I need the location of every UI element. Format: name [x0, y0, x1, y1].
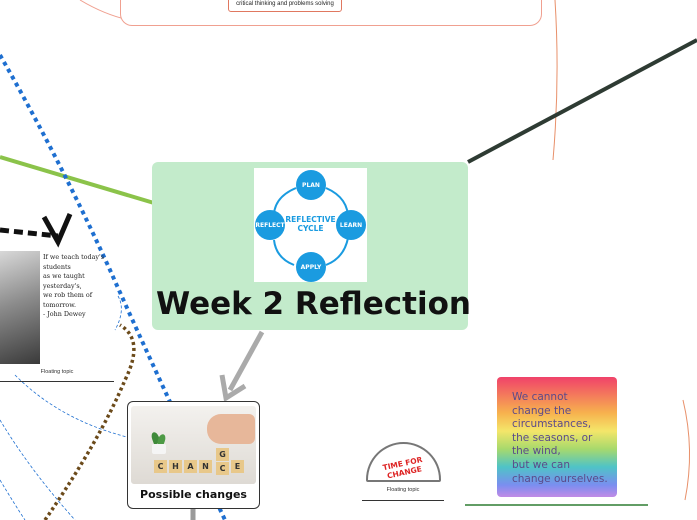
letter-tile: A: [184, 460, 197, 473]
quote-line: yesterday's,: [43, 281, 82, 290]
cycle-apply-node: APPLY: [296, 252, 326, 282]
cycle-center-label: REFLECTIVE CYCLE: [284, 215, 337, 233]
cycle-learn-node: LEARN: [336, 210, 366, 240]
letter-tile: N: [199, 460, 212, 473]
letter-tile: E: [231, 460, 244, 473]
john-dewey-photo: [0, 251, 40, 364]
cycle-plan-node: PLAN: [296, 170, 326, 200]
floating-topic-label[interactable]: Floating topic: [362, 484, 444, 501]
hand-shape: [207, 414, 255, 444]
rainbow-quote-line: the wind,: [512, 445, 561, 458]
quote-line: If we teach today's: [43, 253, 105, 261]
rainbow-quote-line: change ourselves.: [512, 472, 608, 485]
thin-blue-dashed-1: [14, 374, 128, 438]
possible-changes-label: Possible changes: [140, 488, 247, 501]
quote-line: tomorrow.: [43, 300, 77, 309]
letter-tile: H: [169, 460, 182, 473]
black-dashed-arrow: [0, 227, 59, 239]
cycle-reflect-node: REFLECT: [255, 210, 285, 240]
letter-tile: C: [154, 460, 167, 473]
rainbow-quote-text: We cannot change the circumstances, the …: [512, 391, 612, 486]
quote-line: as we taught: [43, 272, 85, 280]
rainbow-quote-line: We cannot: [512, 391, 568, 403]
reflective-cycle-image: PLAN LEARN APPLY REFLECT REFLECTIVE CYCL…: [254, 168, 367, 282]
gray-arrowhead: [219, 374, 247, 403]
quote-line: we rob them of: [43, 291, 93, 299]
black-arrowhead: [41, 213, 73, 248]
cycle-center-line-1: REFLECTIVE: [285, 215, 336, 224]
thin-blue-dashed-4: [114, 295, 122, 331]
letter-tile: C: [216, 462, 229, 475]
rainbow-quote-line: change the: [512, 404, 572, 417]
time-for-change-image: TIME FOR CHANGE: [366, 442, 441, 482]
thin-blue-dashed-3: [0, 479, 26, 520]
top-topic-label[interactable]: critical thinking and problems solving: [228, 0, 342, 12]
possible-changes-topic[interactable]: C H A N G C E Possible changes: [127, 401, 260, 509]
rainbow-quote-line: circumstances,: [512, 418, 592, 431]
thin-blue-dashed-2: [0, 419, 76, 520]
raised-letter-tile: G: [216, 448, 229, 461]
quote-line: students: [43, 262, 71, 271]
change-blocks-image: C H A N G C E: [131, 406, 256, 484]
central-topic-title[interactable]: Week 2 Reflection: [156, 286, 471, 322]
rainbow-quote-line: the seasons, or: [512, 431, 593, 444]
brown-dotted-connector: [43, 323, 136, 520]
dewey-quote: If we teach today's students as we taugh…: [43, 253, 119, 320]
rainbow-quote-image[interactable]: We cannot change the circumstances, the …: [497, 377, 617, 497]
quote-line: - John Dewey: [43, 310, 86, 318]
right-edge-branch: [682, 399, 691, 501]
orange-vertical-branch: [552, 0, 558, 161]
dark-connector: [467, 38, 697, 164]
gray-connector: [227, 330, 265, 392]
rainbow-quote-line: but we can: [512, 458, 571, 471]
green-connector: [0, 155, 155, 205]
plant-icon: [149, 431, 169, 454]
floating-topic-label[interactable]: Floating topic: [0, 366, 114, 382]
cycle-center-line-2: CYCLE: [297, 224, 324, 233]
